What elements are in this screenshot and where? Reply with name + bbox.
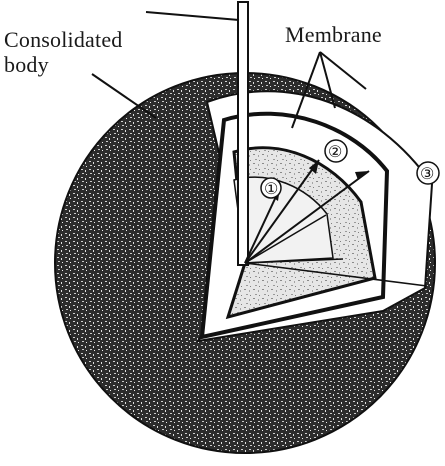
- pointer-line-top: [146, 12, 239, 20]
- consolidated-body-label-line1: Consolidated: [4, 27, 123, 52]
- marker-2-text: ②: [328, 144, 342, 161]
- consolidated-body-label-line2: body: [4, 52, 123, 77]
- marker-1-text: ①: [264, 181, 278, 198]
- marker-3-text: ③: [420, 166, 434, 183]
- consolidated-body-label: Consolidated body: [4, 27, 123, 78]
- membrane-label: Membrane: [285, 22, 382, 47]
- consolidated-leader-line: [92, 74, 156, 118]
- membrane-leader-3: [320, 52, 366, 89]
- probe-rod: [238, 2, 248, 265]
